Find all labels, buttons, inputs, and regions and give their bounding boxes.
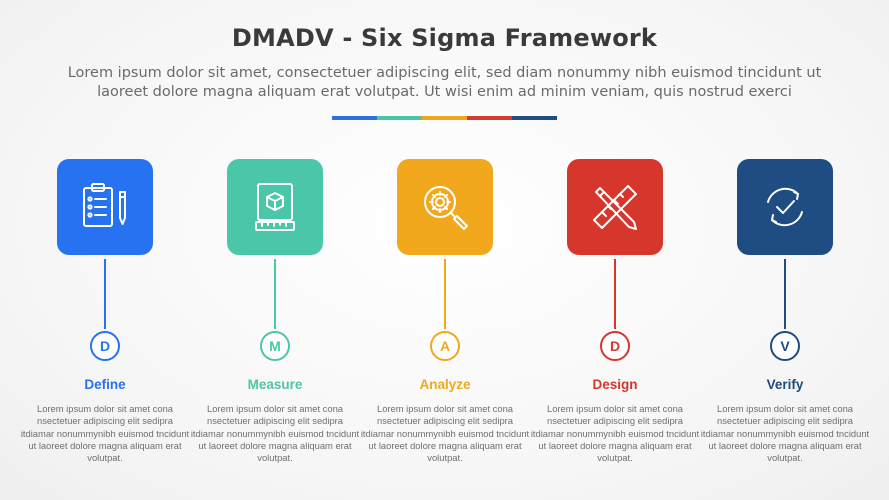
stage-letter-badge: M xyxy=(260,331,290,361)
stage-box xyxy=(227,159,323,255)
connector-line xyxy=(104,259,106,329)
stage-description: Lorem ipsum dolor sit amet cona nsectetu… xyxy=(700,403,870,464)
stage-label: Design xyxy=(592,377,638,392)
divider-segment xyxy=(422,116,467,120)
divider-segment xyxy=(467,116,512,120)
color-divider xyxy=(332,116,557,120)
stage-label: Verify xyxy=(766,377,804,392)
stage-letter-badge: D xyxy=(600,331,630,361)
page-subtitle: Lorem ipsum dolor sit amet, consectetuer… xyxy=(67,65,822,100)
clipboard-checklist-icon xyxy=(83,183,126,227)
stage-letter-badge: V xyxy=(770,331,800,361)
connector-line xyxy=(784,259,786,329)
magnifier-gear-icon xyxy=(424,186,468,230)
ruler-box-icon xyxy=(255,183,295,231)
stage-letter-badge: A xyxy=(430,331,460,361)
stage-description: Lorem ipsum dolor sit amet cona nsectetu… xyxy=(360,403,530,464)
stage-box xyxy=(397,159,493,255)
divider-segment xyxy=(332,116,377,120)
stage-label: Measure xyxy=(247,377,303,392)
check-cycle-icon xyxy=(767,187,803,227)
connector-line xyxy=(614,259,616,329)
stage-letter-badge: D xyxy=(90,331,120,361)
stage-box xyxy=(737,159,833,255)
pencil-ruler-icon xyxy=(593,185,637,230)
divider-segment xyxy=(377,116,422,120)
stage-box xyxy=(567,159,663,255)
stage-label: Analyze xyxy=(419,377,471,392)
page-title: DMADV - Six Sigma Framework xyxy=(231,24,658,52)
stage-box xyxy=(57,159,153,255)
stage-description: Lorem ipsum dolor sit amet cona nsectetu… xyxy=(190,403,360,464)
divider-segment xyxy=(512,116,557,120)
connector-line xyxy=(274,259,276,329)
stage-label: Define xyxy=(84,377,126,392)
stage-description: Lorem ipsum dolor sit amet cona nsectetu… xyxy=(530,403,700,464)
connector-line xyxy=(444,259,446,329)
stage-description: Lorem ipsum dolor sit amet cona nsectetu… xyxy=(20,403,190,464)
